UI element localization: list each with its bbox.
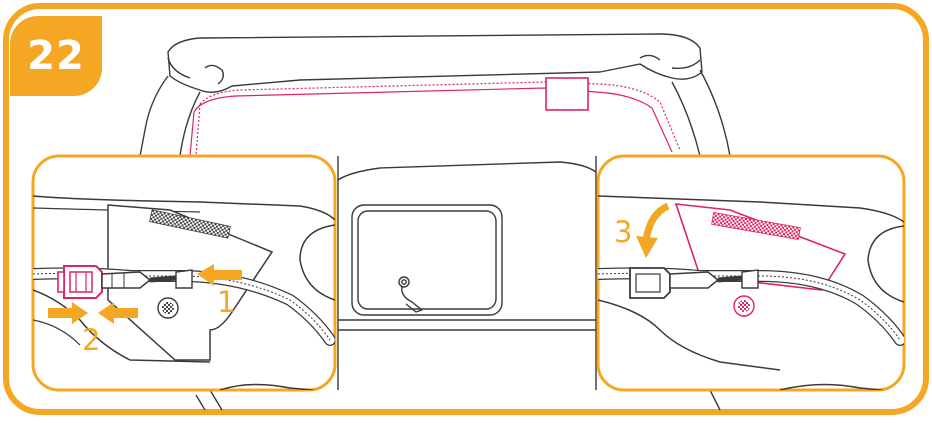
left-inset-panel: [33, 156, 335, 392]
step-number-badge: 22: [10, 16, 102, 96]
callout-3: 3: [614, 218, 632, 247]
callout-2: 2: [82, 326, 100, 355]
right-inset-panel: [598, 156, 904, 392]
step-number: 22: [27, 33, 85, 79]
callout-1: 1: [217, 288, 235, 317]
